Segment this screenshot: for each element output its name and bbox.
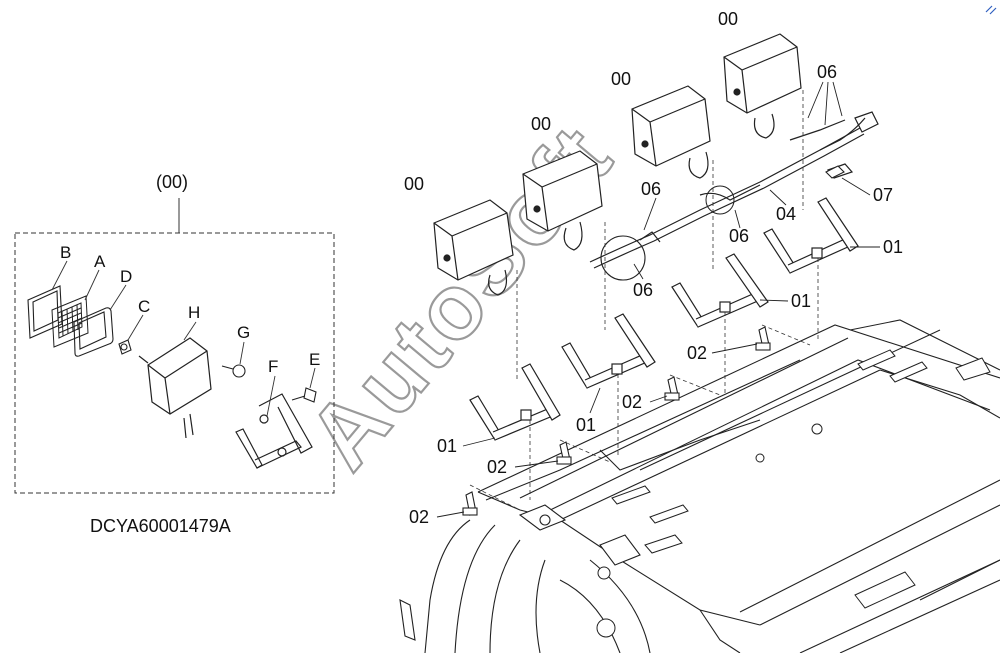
part-d-gasket — [73, 307, 114, 357]
callout-04: 04 — [776, 204, 796, 224]
letter-d: D — [120, 267, 132, 286]
letter-g: G — [237, 323, 250, 342]
letter-e: E — [309, 350, 320, 369]
lamp-00-c — [631, 85, 711, 179]
part-a-grid-lens — [51, 295, 89, 348]
callout-00-c: 00 — [611, 69, 631, 89]
letter-b: B — [60, 243, 71, 262]
callout-02-c: 02 — [487, 457, 507, 477]
leader-lines — [436, 81, 880, 518]
inset-border — [14, 232, 335, 494]
callout-00-a: 00 — [404, 174, 424, 194]
inset-leaders — [51, 260, 316, 417]
callout-07: 07 — [873, 185, 893, 205]
letter-f: F — [268, 357, 278, 376]
part-g-screw — [221, 364, 246, 378]
bolt-02-c — [664, 376, 680, 401]
corner-mark — [985, 5, 997, 15]
callout-01-a: 01 — [883, 237, 903, 257]
inset-letters: B A D C H G E F — [60, 243, 320, 376]
part-e-bolt — [291, 387, 317, 403]
callout-06-c: 06 — [729, 226, 749, 246]
callouts: 00 00 00 00 06 06 06 06 07 04 01 01 01 0… — [404, 9, 903, 527]
letter-a: A — [94, 252, 106, 271]
lamp-00-a — [433, 199, 514, 296]
roof-slots — [596, 349, 991, 638]
bolt-02-b — [556, 441, 572, 465]
callout-02-d: 02 — [409, 507, 429, 527]
lamp-00-d — [723, 33, 802, 139]
callout-01-b: 01 — [791, 291, 811, 311]
assembly-lines — [469, 90, 819, 511]
part-b-inner-frame — [27, 285, 63, 339]
inset-panel: (00) — [14, 172, 335, 494]
callout-02-b: 02 — [622, 392, 642, 412]
callout-06-b: 06 — [641, 179, 661, 199]
part-c-bulb — [118, 339, 132, 355]
harness-04 — [589, 111, 879, 269]
bracket-01-d — [763, 197, 859, 274]
letter-c: C — [138, 297, 150, 316]
lamp-00-b — [522, 150, 603, 251]
callout-06-a: 06 — [817, 62, 837, 82]
callout-01-d: 01 — [437, 436, 457, 456]
part-f-bracket — [235, 393, 313, 469]
bolt-02-d — [755, 326, 771, 351]
part-h-lamp-body — [138, 337, 212, 439]
front-mount — [399, 504, 641, 641]
cab-roof — [424, 319, 1000, 653]
connector-detail-circle-2 — [705, 185, 735, 215]
letter-h: H — [188, 303, 200, 322]
clip-07 — [825, 165, 845, 179]
callout-01-c: 01 — [576, 415, 596, 435]
bracket-01-c — [671, 253, 769, 328]
bracket-01-b — [561, 313, 656, 389]
callout-00-b: 00 — [531, 114, 551, 134]
callout-02-a: 02 — [687, 343, 707, 363]
bolt-02-a — [462, 491, 478, 516]
connector-detail-circle — [600, 235, 646, 281]
callout-06-d: 06 — [633, 280, 653, 300]
bracket-01-a — [469, 363, 561, 441]
inset-group-label: (00) — [156, 172, 188, 192]
callout-00-d: 00 — [718, 9, 738, 29]
drawing-id: DCYA60001479A — [90, 516, 231, 536]
